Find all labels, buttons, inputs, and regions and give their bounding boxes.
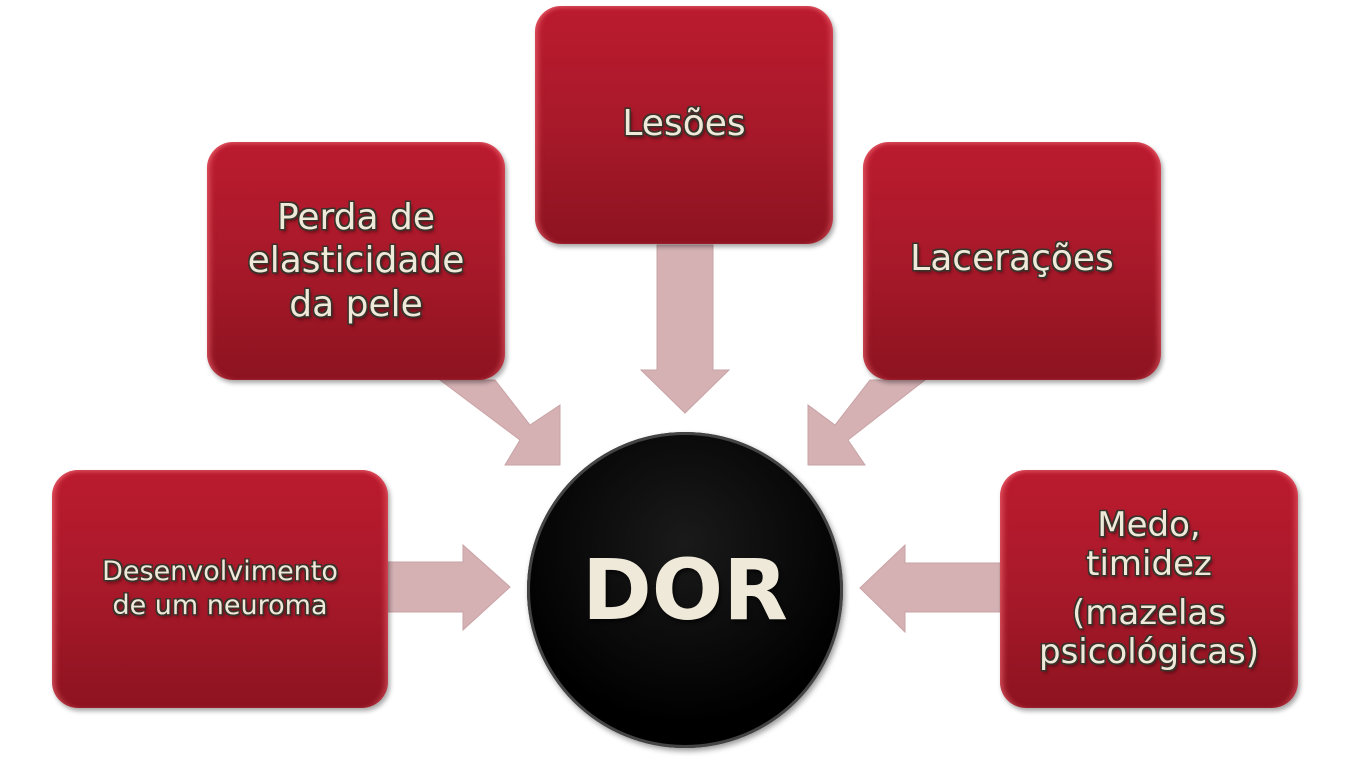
arrow-left — [859, 543, 1001, 634]
cause-box-laceracoes: Lacerações — [863, 142, 1161, 380]
cause-text: de um neuroma — [112, 590, 328, 621]
cause-box-lesoes: Lesões — [535, 6, 833, 244]
cause-text: psicológicas) — [1038, 632, 1260, 673]
cause-text: timidez — [1086, 543, 1212, 584]
cause-box-medo: Medo, timidez (mazelas psicológicas) — [1000, 470, 1298, 708]
cause-text: Lesões — [622, 103, 746, 144]
center-label: DOR — [582, 541, 788, 639]
cause-text: Perda de — [276, 197, 436, 239]
cause-text: elasticidade — [247, 240, 465, 282]
cause-text: da pele — [289, 283, 423, 325]
cause-box-perda: Perda de elasticidade da pele — [207, 142, 505, 380]
cause-text: Desenvolvimento — [102, 556, 338, 588]
arrow-diagonal-right — [807, 379, 927, 466]
cause-text: Medo, — [1097, 504, 1201, 545]
arrow-diagonal-left — [438, 379, 561, 466]
cause-text: (mazelas — [1072, 593, 1226, 633]
cause-box-neuroma: Desenvolvimento de um neuroma — [52, 470, 388, 708]
cause-text: Lacerações — [910, 238, 1114, 280]
center-circle: DOR — [527, 432, 843, 748]
arrow-down — [639, 244, 731, 414]
arrow-right — [387, 543, 511, 632]
